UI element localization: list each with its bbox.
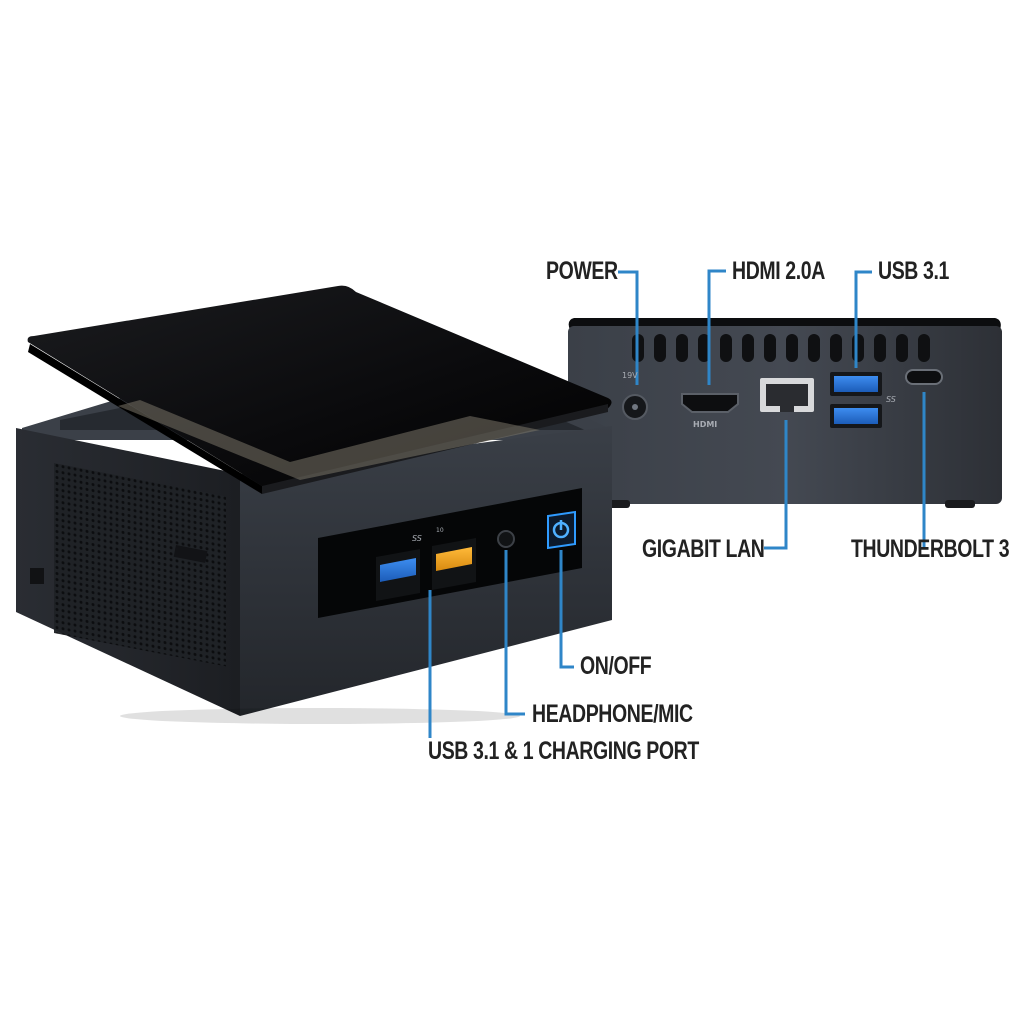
front-power-button	[547, 510, 576, 550]
callout-line-hdmi	[707, 269, 726, 385]
label-thunderbolt: THUNDERBOLT 3	[851, 535, 1010, 563]
marking-power-voltage: 19V	[622, 371, 638, 380]
front-headphone-jack	[497, 530, 515, 548]
callout-line-usb	[854, 270, 872, 368]
callout-line-headphone	[504, 550, 525, 716]
label-usb-charging: USB 3.1 & 1 CHARGING PORT	[428, 737, 699, 765]
front-usb-port-blue	[376, 549, 420, 601]
label-usb: USB 3.1	[878, 257, 949, 285]
rear-thunderbolt-port	[905, 369, 943, 385]
front-view-unit	[16, 285, 612, 724]
label-gigabit-lan: GIGABIT LAN	[642, 535, 765, 563]
callout-line-power	[618, 270, 639, 385]
lock-slot	[30, 568, 44, 584]
rear-usb-ports	[830, 372, 882, 428]
callout-line-lan	[764, 420, 788, 550]
rear-hdmi-port	[681, 393, 739, 413]
rear-power-jack	[622, 394, 648, 420]
marking-front-ss: SS	[412, 534, 422, 543]
label-power: POWER	[546, 257, 618, 285]
label-headphone-mic: HEADPHONE/MIC	[532, 700, 693, 728]
front-usb-port-yellow	[432, 538, 476, 590]
rear-lan-port	[760, 378, 814, 412]
label-on-off: ON/OFF	[580, 652, 652, 680]
marking-front-ss-speed: 10	[436, 527, 444, 534]
marking-hdmi: HDMI	[693, 420, 717, 429]
marking-rear-ss: SS	[886, 395, 896, 404]
callout-line-onoff	[559, 550, 574, 669]
rear-view-unit	[568, 318, 1002, 508]
callout-lines	[428, 269, 926, 738]
sd-card-slot	[173, 545, 208, 563]
label-hdmi: HDMI 2.0A	[732, 257, 825, 285]
